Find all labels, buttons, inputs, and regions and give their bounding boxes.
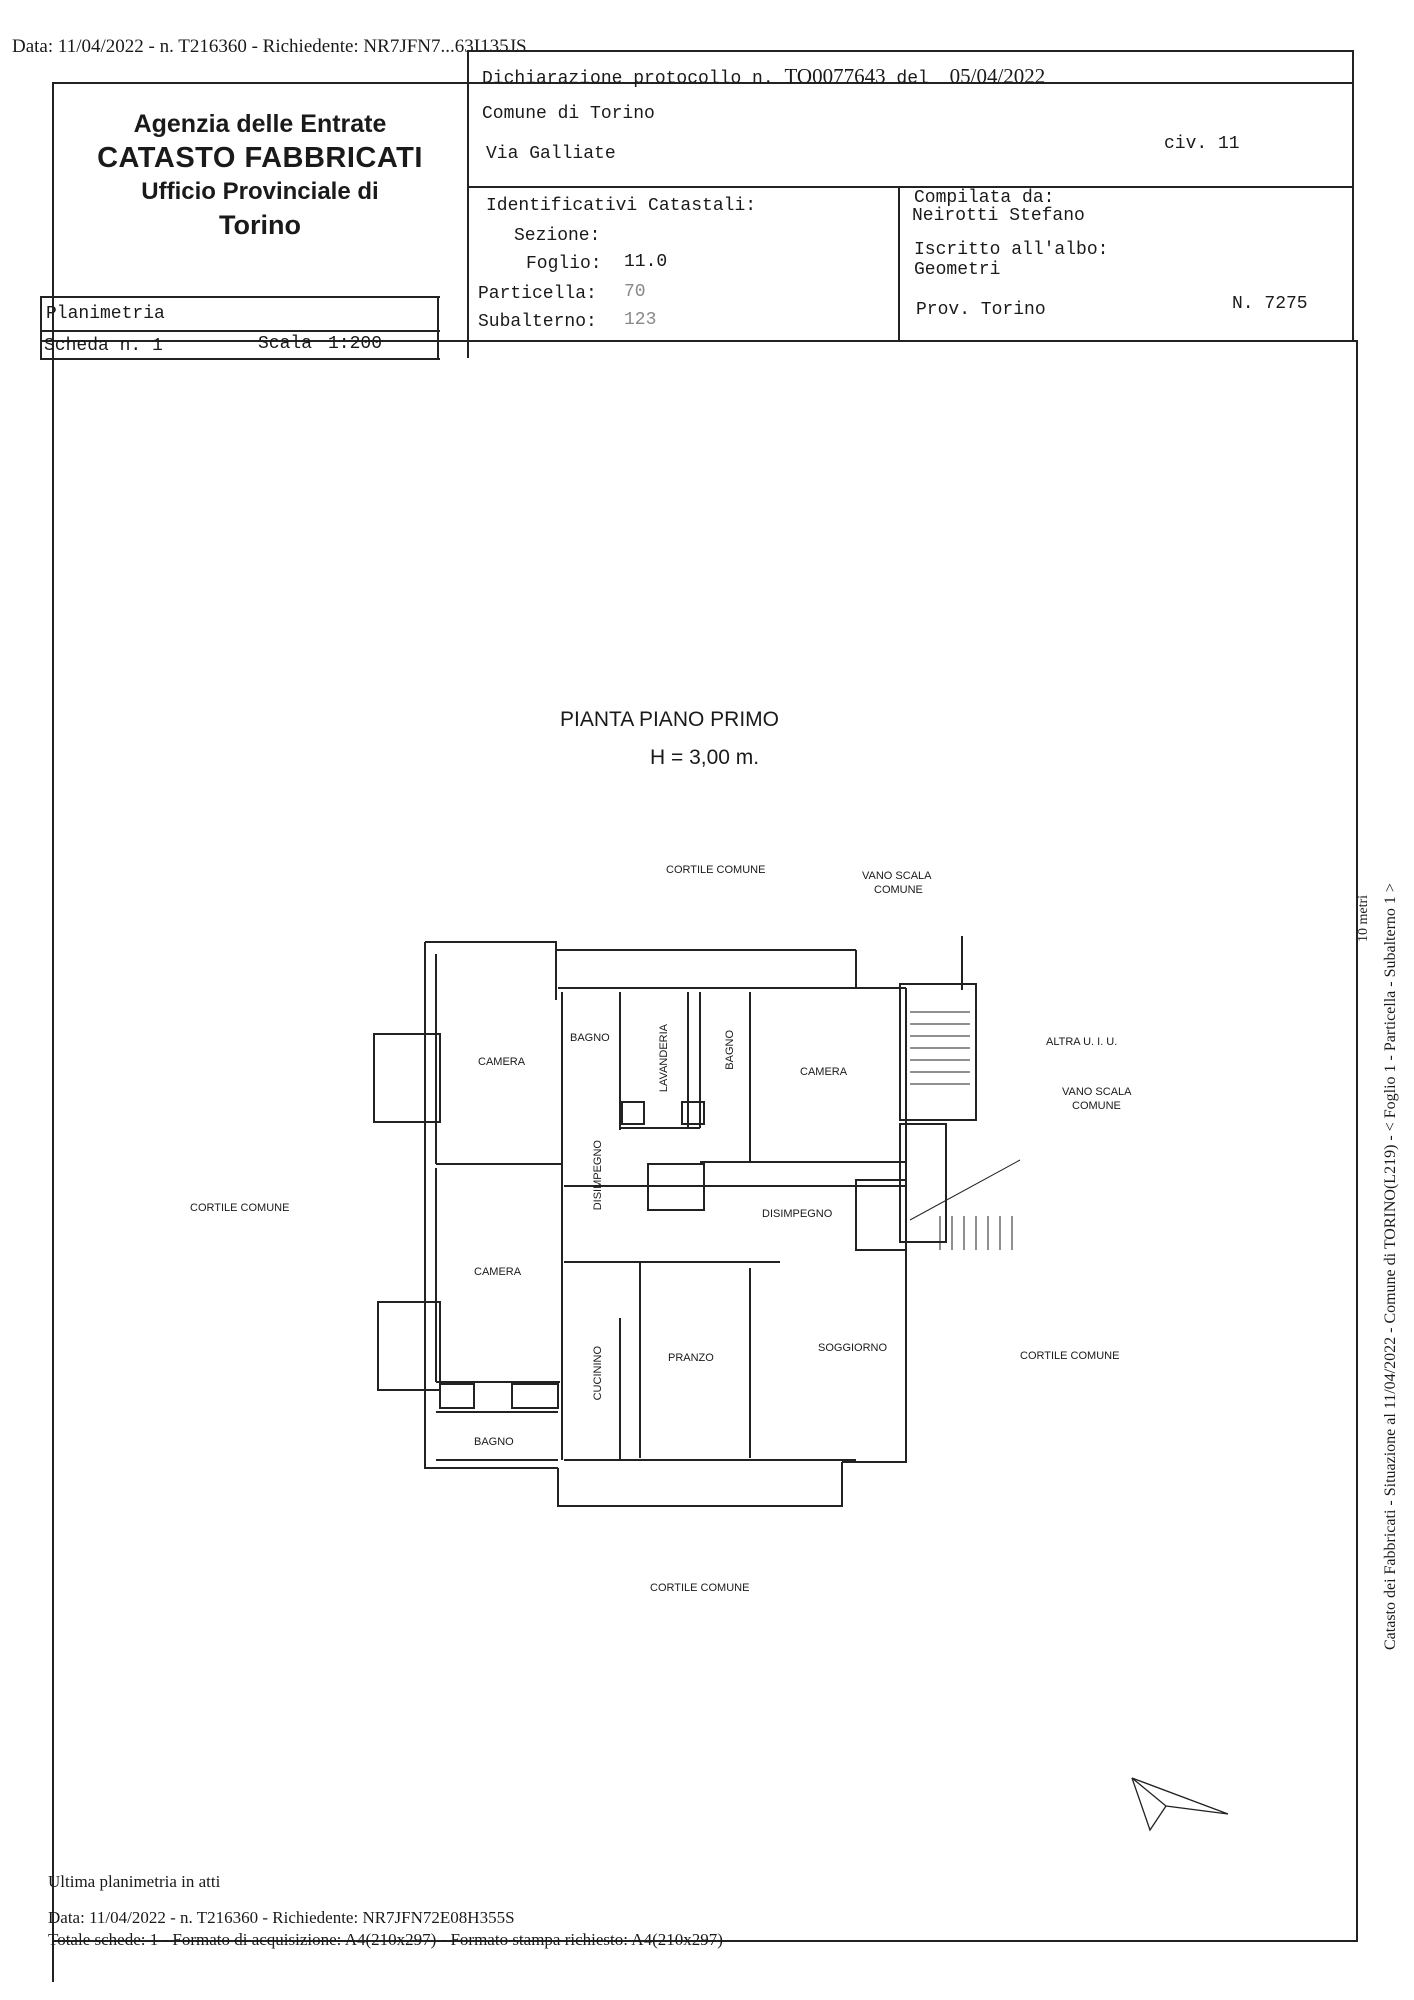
compiled-title: Compilata da: xyxy=(914,188,1055,208)
via-line: Via Galliate xyxy=(486,144,616,164)
agency-block: Agenzia delle Entrate CATASTO FABBRICATI… xyxy=(70,108,450,242)
identifiers-title: Identificativi Catastali: xyxy=(486,196,757,216)
registration-number: N. 7275 xyxy=(1232,294,1308,314)
room-soggiorno: SOGGIORNO xyxy=(818,1342,888,1354)
declaration-label: Dichiarazione protocollo n. xyxy=(482,69,774,89)
other-unit: ALTRA U. I. U. xyxy=(1046,1036,1118,1048)
room-cucinino: CUCININO xyxy=(592,1346,604,1401)
stair-1-line1: VANO SCALA xyxy=(862,870,932,882)
room-camera-ne: CAMERA xyxy=(800,1066,848,1078)
footer-totale-line: Totale schede: 1 - Formato di acquisizio… xyxy=(48,1930,723,1949)
scala-value: 1:200 xyxy=(328,334,383,354)
office-line: Ufficio Provinciale di xyxy=(141,178,379,206)
sezione-label: Sezione: xyxy=(514,226,601,246)
declaration-del: del xyxy=(896,69,929,89)
courtyard-bottom: CORTILE COMUNE xyxy=(650,1582,750,1594)
courtyard-top: CORTILE COMUNE xyxy=(666,864,766,876)
declaration-line: Dichiarazione protocollo n. TO0077643 de… xyxy=(482,64,1045,89)
province: Prov. Torino xyxy=(916,300,1046,320)
comune-line: Comune di Torino xyxy=(482,104,655,124)
subalterno-value: 123 xyxy=(624,310,657,330)
stair-2-line1: VANO SCALA xyxy=(1062,1086,1132,1098)
stair-1-line2: COMUNE xyxy=(874,884,923,896)
stair-2-line2: COMUNE xyxy=(1072,1100,1121,1112)
subalterno-label: Subalterno: xyxy=(478,312,597,332)
room-bagno-top: BAGNO xyxy=(570,1032,610,1044)
compiler-name: Neirotti Stefano xyxy=(912,206,1085,226)
room-lavanderia: LAVANDERIA xyxy=(658,1024,670,1093)
courtyard-right: CORTILE COMUNE xyxy=(1020,1350,1120,1362)
courtyard-left: CORTILE COMUNE xyxy=(190,1202,290,1214)
catasto-title: CATASTO FABBRICATI xyxy=(97,142,423,174)
plan-title: PIANTA PIANO PRIMO xyxy=(560,708,779,731)
scheda-number: Scheda n. 1 xyxy=(44,336,163,356)
room-camera-w: CAMERA xyxy=(474,1266,522,1278)
sheet-type: Planimetria xyxy=(46,304,165,324)
particella-value: 70 xyxy=(624,282,646,302)
declaration-date: 05/04/2022 xyxy=(949,64,1046,88)
room-pranzo: PRANZO xyxy=(668,1352,714,1364)
particella-label: Particella: xyxy=(478,284,597,304)
civico: civ. 11 xyxy=(1164,134,1240,154)
scala-label: Scala xyxy=(258,334,313,354)
room-bagno-small: BAGNO xyxy=(724,1030,736,1070)
footer-last-plan: Ultima planimetria in atti xyxy=(48,1872,221,1891)
plan-height: H = 3,00 m. xyxy=(650,746,760,769)
room-bagno-sw: BAGNO xyxy=(474,1436,514,1448)
side-cadastral-note: Catasto dei Fabbricati - Situazione al 1… xyxy=(1382,883,1399,1650)
foglio-value: 11.0 xyxy=(624,252,668,272)
print-header-line: Data: 11/04/2022 - n. T216360 - Richiede… xyxy=(12,36,527,57)
foglio-label: Foglio: xyxy=(526,254,602,274)
scale-bar-label: 10 metri xyxy=(1356,894,1371,942)
footer-data-line: Data: 11/04/2022 - n. T216360 - Richiede… xyxy=(48,1908,515,1927)
room-disimpegno-vertical: DISIMPEGNO xyxy=(592,1140,604,1211)
agency-name: Agenzia delle Entrate xyxy=(133,110,387,138)
room-disimpegno-horizontal: DISIMPEGNO xyxy=(762,1208,833,1220)
room-camera-nw: CAMERA xyxy=(478,1056,526,1068)
declaration-number: TO0077643 xyxy=(784,64,886,88)
albo-value: Geometri xyxy=(914,260,1001,280)
albo-label: Iscritto all'albo: xyxy=(914,240,1109,260)
office-city: Torino xyxy=(219,209,301,240)
